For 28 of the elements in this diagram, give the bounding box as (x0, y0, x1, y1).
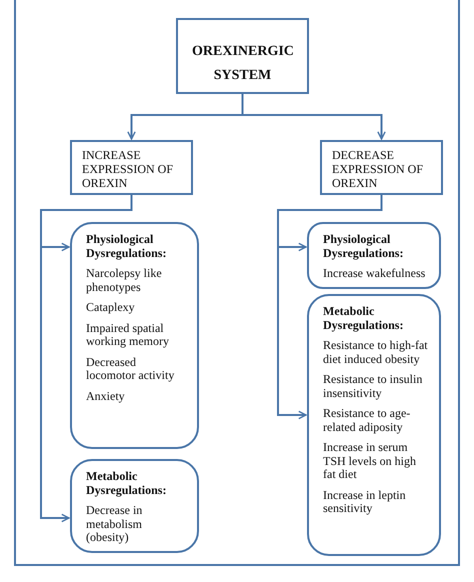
node-label: INCREASE EXPRESSION OF OREXIN (82, 148, 174, 190)
rounded-box (307, 222, 441, 289)
arrow (277, 195, 382, 420)
list-item: Increase in leptin sensitivity (323, 488, 407, 516)
list-item: Increase in serum TSH levels on high fat diet (323, 441, 417, 482)
node-title: OREXINERGIC SYSTEM (192, 43, 293, 85)
process-box (320, 140, 443, 195)
list-item: Increase wakefulness (323, 267, 426, 280)
list-item: Resistance to age-related adiposity (323, 407, 412, 434)
list-item: Decreased locomotor activity (86, 356, 176, 382)
rounded-box (307, 294, 441, 556)
list-item: Cataplexy (86, 301, 136, 314)
process-box (70, 140, 193, 195)
node-heading: Physiological Dysregulations: (323, 233, 404, 260)
rounded-box (70, 459, 199, 553)
list-item: Decrease in metabolism (obesity) (86, 504, 144, 544)
list-item: Narcolepsy like phenotypes (86, 267, 163, 294)
node-heading: Physiological Dysregulations: (86, 233, 168, 260)
node-label: DECREASE EXPRESSION OF OREXIN (332, 148, 424, 190)
list-item: Resistance to high-fat diet induced obesity (323, 339, 429, 366)
node-heading: Metabolic Dysregulations: (323, 305, 404, 332)
node-heading: Metabolic Dysregulations: (86, 470, 168, 497)
list-item: Resistance to insulin insensitivity (323, 373, 424, 400)
rounded-box (70, 222, 199, 449)
list-item: Impaired spatial working memory (86, 322, 170, 348)
arrow (242, 94, 386, 140)
title-box (176, 18, 309, 94)
list-item: Anxiety (86, 390, 126, 403)
